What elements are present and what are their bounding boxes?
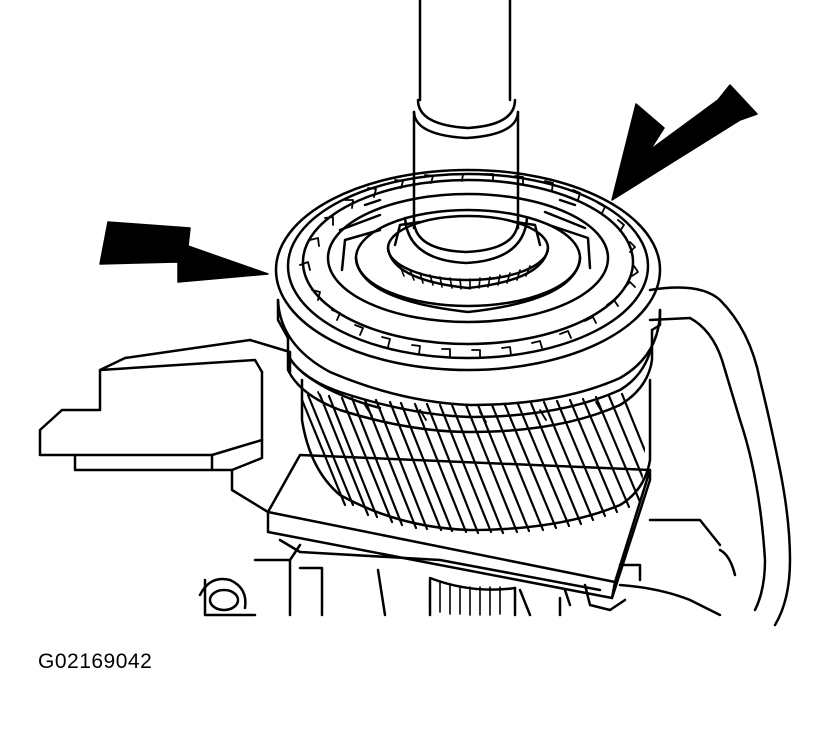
main-shaft xyxy=(403,0,529,265)
helical-gear xyxy=(300,378,652,535)
synchronizer-sleeve xyxy=(276,298,662,434)
synchronizer-ring xyxy=(274,168,662,372)
support-plate xyxy=(266,453,652,612)
output-shaft-spline xyxy=(428,576,517,617)
inner-hub xyxy=(354,208,582,314)
arrow-upper-right xyxy=(611,84,758,201)
figure-id-label: G02169042 xyxy=(38,650,153,673)
arrow-left xyxy=(99,221,269,283)
transmission-case xyxy=(38,286,792,627)
